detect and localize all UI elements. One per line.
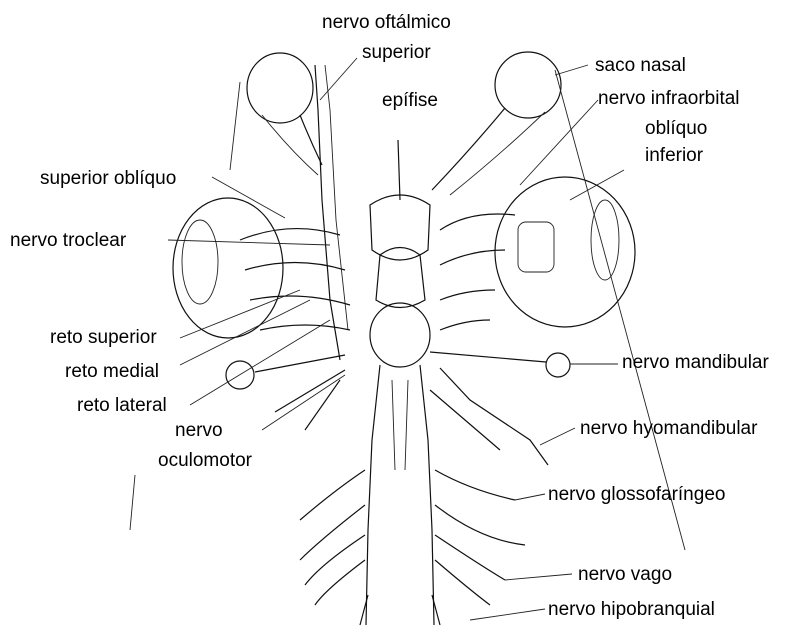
- label-nervo-vago: nervo vago: [578, 564, 672, 586]
- hypobranchial-nerve: [360, 595, 440, 625]
- right-eye-muscles: [440, 214, 515, 330]
- leader-lines: [130, 58, 685, 620]
- ophthalmic-nerve: [315, 65, 340, 360]
- glossopharyngeal-nerve: [300, 470, 515, 520]
- epiphysis-stalk: [398, 140, 400, 200]
- vagus-nerves: [300, 505, 525, 605]
- medulla-spinal-cord: [366, 365, 434, 625]
- label-epifise: epífise: [382, 90, 438, 112]
- label-superior-obliquo: superior oblíquo: [40, 168, 176, 190]
- right-eye: [495, 177, 635, 327]
- label-nervo-mandibular: nervo mandibular: [622, 352, 769, 374]
- label-saco-nasal: saco nasal: [595, 55, 686, 77]
- right-ganglion: [546, 353, 570, 377]
- label-nervo-infraorbital: nervo infraorbital: [598, 88, 740, 110]
- forebrain: [370, 195, 430, 260]
- label-obliquo-inferior-1: oblíquo: [645, 118, 707, 140]
- label-nervo-hipobranquial: nervo hipobranquial: [548, 599, 715, 621]
- cerebellum: [370, 303, 430, 367]
- label-nervo-oculomotor-2: oculomotor: [158, 450, 252, 472]
- label-nervo-oftalmico-superior-2: superior: [362, 42, 431, 64]
- label-obliquo-inferior-2: inferior: [645, 145, 703, 167]
- label-nervo-oculomotor-1: nervo: [175, 420, 223, 442]
- label-reto-medial: reto medial: [65, 361, 159, 383]
- right-nasal-sac: [432, 52, 561, 195]
- label-nervo-glossofaringeo: nervo glossofaríngeo: [548, 484, 725, 506]
- label-nervo-troclear: nervo troclear: [10, 230, 126, 252]
- label-reto-lateral: reto lateral: [77, 395, 167, 417]
- left-nasal-sac: [247, 53, 322, 175]
- label-nervo-hyomandibular: nervo hyomandibular: [580, 418, 757, 440]
- label-nervo-oftalmico-superior-1: nervo oftálmico: [322, 12, 451, 34]
- label-reto-superior: reto superior: [50, 327, 157, 349]
- left-eye: [173, 198, 283, 338]
